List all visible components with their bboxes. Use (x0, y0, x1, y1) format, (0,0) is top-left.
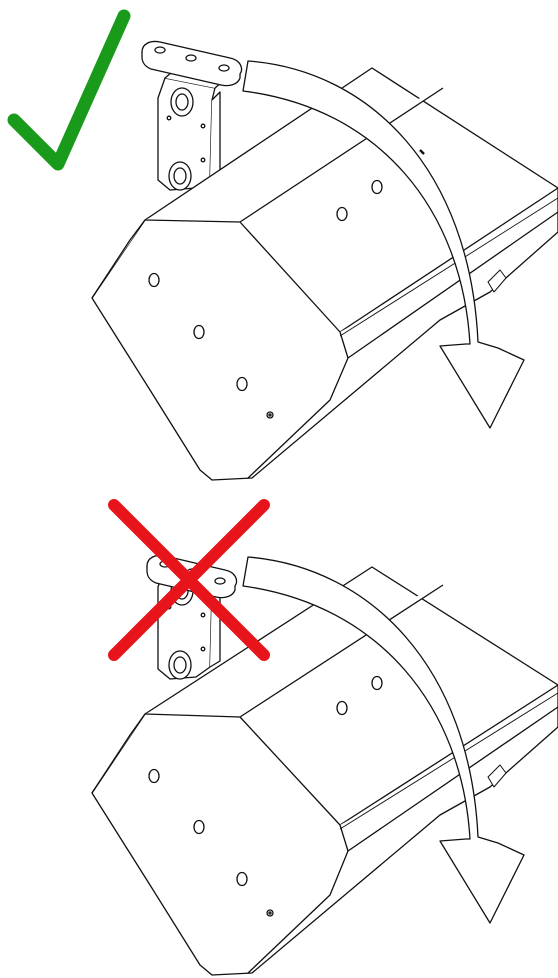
check-mark-icon (7, 9, 131, 171)
cross-mark-icon (108, 499, 270, 661)
speaker-diagram-incorrect (91, 499, 558, 976)
rotation-arrow (242, 60, 525, 429)
speaker-body (91, 67, 558, 481)
wall-bracket (141, 40, 243, 191)
incorrect-rotation-panel (0, 489, 558, 978)
speaker-diagram-correct (7, 9, 558, 481)
rotation-arrow (242, 556, 525, 924)
correct-rotation-panel (7, 9, 558, 481)
speaker-assembly (91, 40, 558, 481)
